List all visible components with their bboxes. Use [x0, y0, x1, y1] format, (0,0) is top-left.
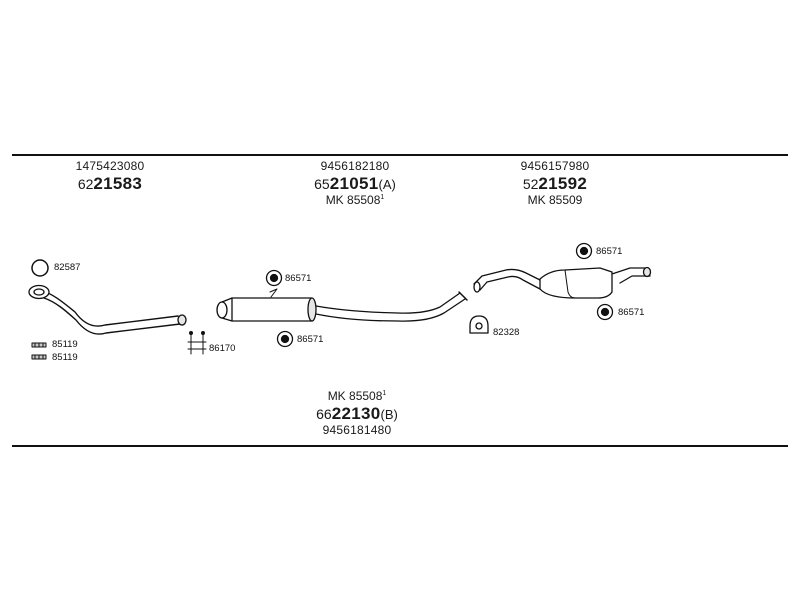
part-reference: 5221592 [495, 174, 615, 194]
ref-main: 22130 [331, 403, 381, 423]
ring-gasket-callout: 82587 [54, 262, 81, 273]
ref-prefix: 62 [77, 175, 94, 192]
mount-callout: 86571 [596, 246, 623, 257]
rear-silencer [473, 266, 652, 299]
clamp-icon [187, 331, 207, 355]
rubber-mount-icon [276, 330, 294, 348]
rubber-mount-icon [596, 303, 614, 321]
ref-main: 21592 [538, 173, 588, 193]
middle-silencer-label: 9456182180 6521051(A) MK 855081 [290, 159, 420, 208]
kit-number: MK 85508 [327, 389, 383, 403]
front-pipe-label: 1475423080 6221583 [60, 159, 160, 194]
mounting-kit: MK 85509 [527, 193, 583, 208]
ref-main: 21051 [329, 173, 379, 193]
part-reference: 6221583 [60, 174, 160, 194]
mount-callout: 86571 [618, 307, 645, 318]
rubber-mount-icon [575, 242, 593, 260]
kit-footnote: 1 [382, 390, 387, 397]
bolt-lower-icon [31, 354, 47, 360]
ref-prefix: 66 [316, 405, 332, 422]
ring-gasket-icon [31, 259, 49, 277]
bolt-callout: 85119 [52, 339, 78, 350]
kit-footnote: 1 [380, 194, 385, 202]
bolt-upper-icon [31, 342, 47, 348]
front-pipe [28, 284, 187, 335]
complete-system-label: MK 855081 6622130(B) 9456181480 [292, 389, 422, 438]
ref-suffix: (B) [380, 406, 398, 422]
mounting-kit: MK 855081 [292, 389, 422, 404]
part-reference: 6521051(A) [290, 174, 420, 194]
middle-silencer [216, 288, 468, 322]
bolt-callout: 85119 [52, 352, 78, 363]
ref-suffix: (A) [378, 176, 396, 192]
mount-callout: 86571 [297, 334, 324, 345]
kit-number: MK 85508 [325, 193, 381, 208]
oem-number: 9456182180 [320, 159, 390, 173]
top-divider [12, 154, 788, 156]
rubber-hanger-icon [469, 315, 489, 334]
rubber-mount-icon [265, 269, 283, 287]
mount-callout: 86571 [285, 273, 312, 284]
hanger-callout: 82328 [493, 327, 520, 338]
ref-prefix: 52 [522, 175, 539, 192]
ref-prefix: 65 [314, 175, 330, 192]
oem-number: 9456157980 [520, 159, 590, 173]
rear-silencer-label: 9456157980 5221592 MK 85509 [495, 159, 615, 208]
oem-number: 1475423080 [75, 159, 145, 173]
bottom-divider [12, 445, 788, 447]
clamp-callout: 86170 [209, 343, 236, 354]
part-reference: 6622130(B) [292, 404, 422, 424]
mounting-kit: MK 855081 [290, 193, 420, 208]
oem-number: 9456181480 [322, 423, 392, 438]
ref-main: 21583 [93, 173, 143, 193]
